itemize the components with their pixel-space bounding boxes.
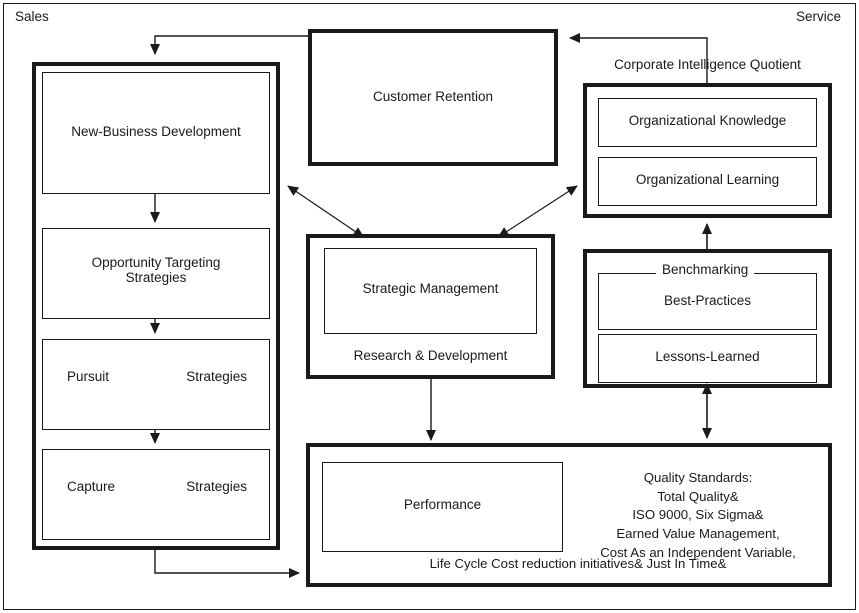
box-new-business-development[interactable]: New-Business Development	[42, 72, 270, 194]
box-corporate-intelligence-quotient-container: Organizational Knowledge Organizational …	[583, 83, 832, 218]
sales-container	[32, 62, 280, 550]
box-organizational-knowledge-label: Organizational Knowledge	[628, 113, 787, 128]
box-strategic-management-container: Strategic Management Research & Developm…	[306, 234, 555, 379]
box-pursuit-strategies-label: Strategies	[186, 369, 247, 384]
box-lessons-learned[interactable]: Lessons-Learned	[598, 334, 817, 383]
box-strategic-management[interactable]: Strategic Management	[324, 248, 537, 334]
box-customer-retention-label: Customer Retention	[372, 89, 494, 104]
label-sales: Sales	[15, 9, 49, 24]
label-research-and-development: Research & Development	[353, 348, 508, 363]
box-lessons-learned-label: Lessons-Learned	[655, 349, 760, 364]
text-quality-standards: Quality Standards: Total Quality& ISO 90…	[600, 470, 796, 560]
box-new-business-development-label: New-Business Development	[71, 124, 241, 139]
box-customer-retention[interactable]: Customer Retention	[308, 29, 558, 166]
box-capture-label: Capture	[67, 479, 116, 494]
box-capture-strategies-label: Strategies	[186, 479, 247, 494]
box-capture-strategies[interactable]: Capture Strategies	[42, 449, 270, 540]
box-organizational-learning-label: Organizational Learning	[635, 172, 780, 187]
box-strategic-management-label: Strategic Management	[362, 281, 499, 296]
box-opportunity-targeting-strategies-label: Opportunity Targeting Strategies	[91, 255, 221, 285]
page-border	[3, 3, 856, 610]
box-best-practices[interactable]: Best-Practices	[598, 273, 817, 330]
box-pursuit-label: Pursuit	[67, 369, 110, 384]
box-performance[interactable]: Performance	[322, 462, 563, 552]
box-pursuit-strategies-labels: Pursuit Strategies	[67, 369, 247, 384]
box-performance-label: Performance	[403, 497, 482, 512]
box-capture-strategies-labels: Capture Strategies	[67, 479, 247, 494]
label-benchmarking: Benchmarking	[656, 262, 755, 277]
text-quality-standards-bottom-line: Life Cycle Cost reduction initiatives& J…	[429, 556, 727, 571]
box-organizational-knowledge[interactable]: Organizational Knowledge	[598, 98, 817, 147]
box-best-practices-label: Best-Practices	[663, 293, 752, 308]
label-service: Service	[795, 9, 841, 24]
box-organizational-learning[interactable]: Organizational Learning	[598, 157, 817, 206]
label-corporate-intelligence-quotient: Corporate Intelligence Quotient	[614, 57, 801, 72]
box-pursuit-strategies[interactable]: Pursuit Strategies	[42, 339, 270, 430]
box-opportunity-targeting-strategies[interactable]: Opportunity Targeting Strategies	[42, 228, 270, 319]
box-performance-container: Performance Quality Standards: Total Qua…	[306, 443, 832, 587]
